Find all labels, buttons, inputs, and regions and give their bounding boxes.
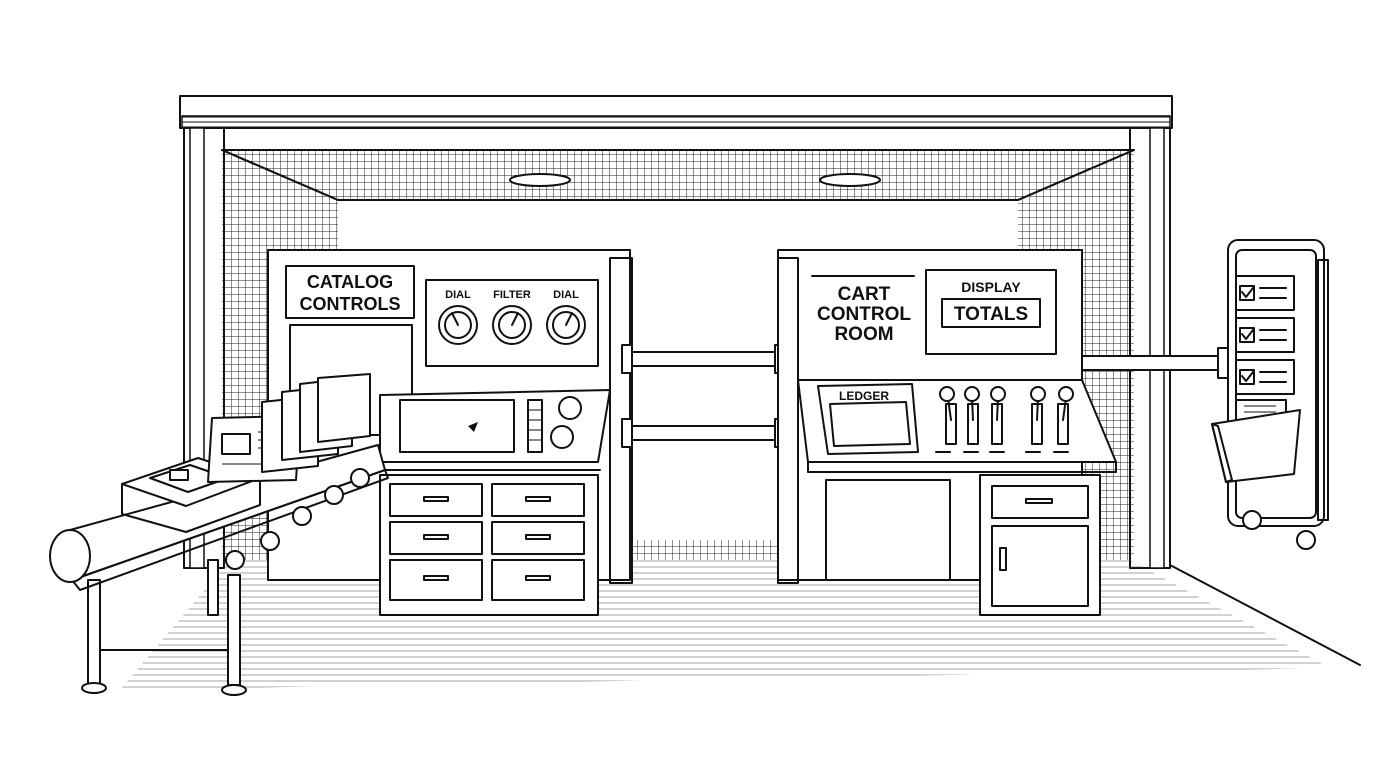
checkbox-icon[interactable] [1239,285,1255,301]
document-pocket[interactable] [1211,399,1301,483]
knob-icon[interactable] [492,305,532,345]
drawer-handle-icon [423,575,449,581]
display-label: DISPLAY [961,279,1021,295]
cabinet-door[interactable] [991,525,1089,607]
ledger-label: LEDGER [839,389,889,403]
checklist-item[interactable] [1235,359,1295,395]
knob-icon[interactable] [558,396,582,420]
dial-label-2: DIAL [553,289,579,301]
drawer-handle-icon [423,534,449,540]
checklist-item[interactable] [1235,275,1295,311]
totals-box [941,298,1041,328]
lever-icon[interactable] [1057,386,1074,445]
ceiling-light [509,173,571,187]
lever-bank [935,386,1074,453]
catalog-drawers [389,483,585,601]
checklist-board [1211,239,1329,550]
roller [260,531,280,551]
catalog-console: CATALOG CONTROLS DIAL FILTER DIAL [267,249,633,616]
roller [292,506,312,526]
door-handle [999,547,1007,571]
checklist-item[interactable] [1235,317,1295,353]
checkbox-icon[interactable] [1239,369,1255,385]
wheel [1242,510,1262,530]
lever-icon[interactable] [964,386,980,445]
dial-label-filter: FILTER [493,289,531,301]
drawer-handle-icon [525,496,551,502]
knob-icon[interactable] [546,305,586,345]
roller [324,485,344,505]
cart-desk-opening [825,479,951,581]
lever-icon[interactable] [939,386,957,445]
roller [225,550,245,570]
drawer-handle-icon [525,534,551,540]
catalog-sheets [207,373,371,483]
dial-label-1: DIAL [445,289,471,301]
knob-icon[interactable] [550,425,574,449]
drawer-handle-icon [1025,498,1053,504]
catalog-keypad[interactable] [399,399,515,453]
knob-icon[interactable] [438,305,478,345]
ledger[interactable]: LEDGER [817,383,919,455]
cart-sign-line1: CART [838,284,891,305]
catalog-sign-line2: CONTROLS [300,294,401,314]
ceiling-light [819,173,881,187]
cart-console: CART CONTROL ROOM DISPLAY TOTALS LEDGER [777,249,1117,616]
catalog-sign-line1: CATALOG [307,272,393,292]
catalog-sign [285,265,415,319]
roller [350,468,370,488]
totals-label: TOTALS [954,304,1028,325]
cart-sign-line3: ROOM [834,324,893,345]
drawer-handle-icon [423,496,449,502]
lever-icon[interactable] [1030,386,1046,445]
cart-sign-line2: CONTROL [817,304,911,325]
lever-icon[interactable] [990,386,1006,445]
conveyor-belt [49,373,389,696]
checkbox-icon[interactable] [1239,327,1255,343]
wheel [1296,530,1316,550]
drawer-handle-icon [525,575,551,581]
